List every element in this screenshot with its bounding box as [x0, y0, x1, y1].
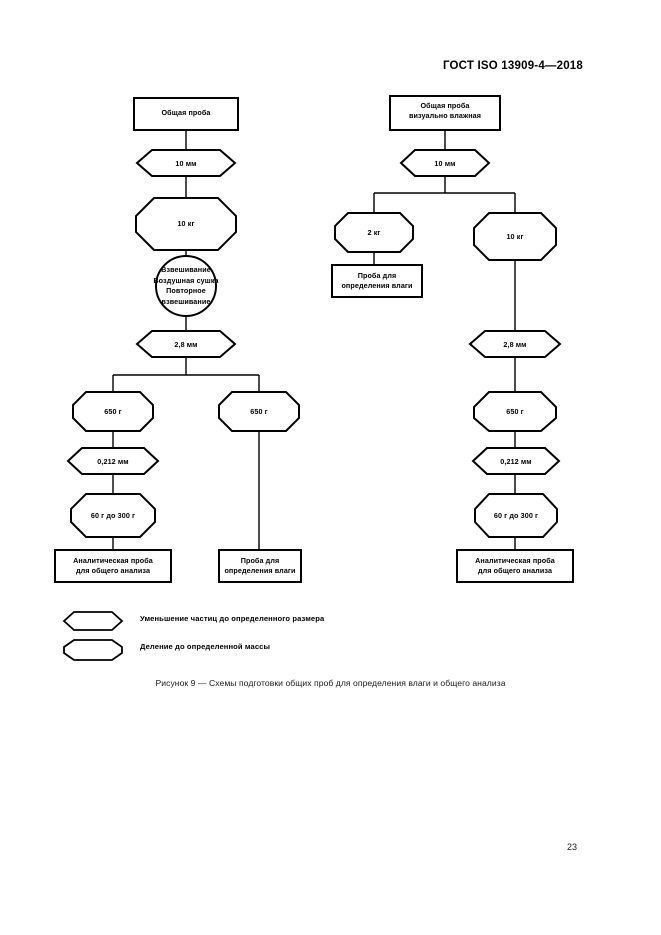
node-right-analysis-sample [456, 549, 574, 583]
node-right-gross-sample-wet [389, 95, 501, 131]
node-left-gross-sample [133, 97, 239, 131]
figure-caption: Рисунок 9 — Схемы подготовки общих проб … [155, 678, 506, 688]
node-right-divide-60-300g [474, 493, 558, 538]
node-right-divide-2kg [334, 212, 414, 253]
node-left-crush-28mm [135, 330, 237, 358]
document-standard-header: ГОСТ ISO 13909-4—2018 [442, 60, 583, 72]
node-left-analysis-sample [54, 549, 172, 583]
figure-legend: Уменьшение частиц до определенного разме… [62, 608, 482, 664]
node-left-divide-650g-b [218, 391, 300, 432]
node-right-moisture-sample [331, 264, 423, 298]
node-right-divide-650g [473, 391, 557, 432]
node-right-divide-10kg [473, 212, 557, 261]
legend-row-mass-division: Деление до определенной массы [62, 636, 482, 664]
flowchart-svg [54, 95, 574, 583]
node-left-moisture-sample [218, 549, 302, 583]
legend-row-particle-reduction: Уменьшение частиц до определенного разме… [62, 608, 482, 636]
page-number: 23 [566, 842, 577, 852]
legend-label-particle-reduction: Уменьшение частиц до определенного разме… [140, 614, 325, 623]
node-left-crush-0212mm [66, 447, 160, 475]
node-right-crush-10mm [399, 149, 491, 177]
flowchart-figure: Общая проба 10 мм 10 кг Взвешивание Возд… [54, 95, 574, 583]
hexagon-icon [62, 610, 124, 637]
rounded-rect-icon [62, 638, 124, 667]
node-left-divide-60-300g [70, 493, 156, 538]
node-left-crush-10mm [135, 149, 237, 177]
node-left-divide-10kg [135, 197, 237, 251]
node-right-crush-28mm [468, 330, 562, 358]
node-left-weigh-dry-reweigh [155, 255, 217, 317]
legend-label-mass-division: Деление до определенной массы [140, 642, 271, 651]
node-right-crush-0212mm [471, 447, 561, 475]
node-left-divide-650g-a [72, 391, 154, 432]
